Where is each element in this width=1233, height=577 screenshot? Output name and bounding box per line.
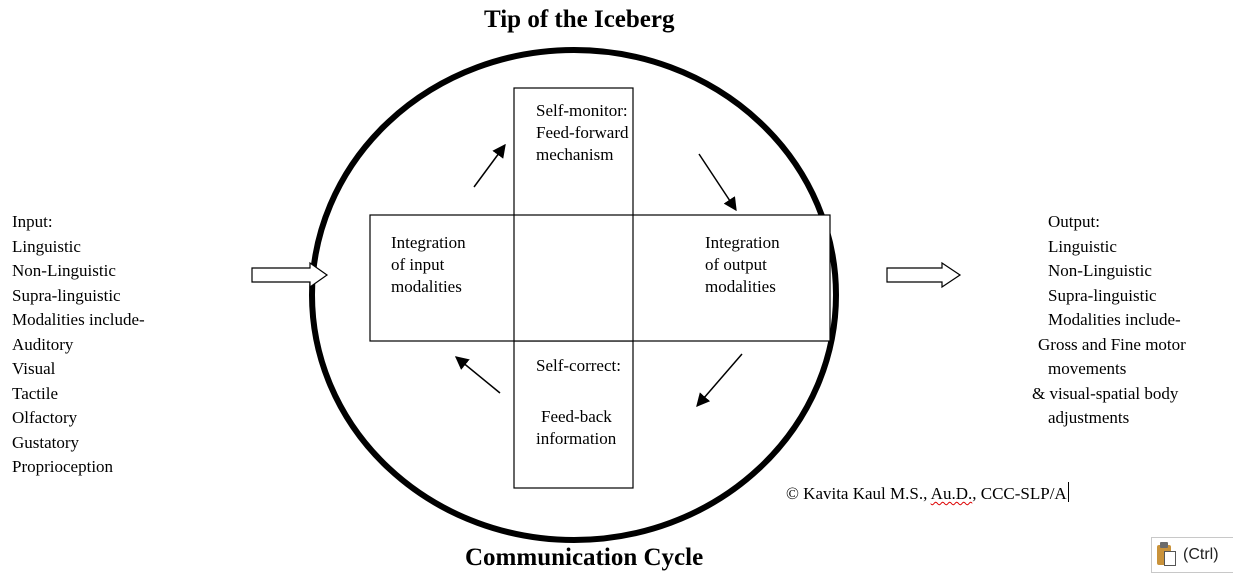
arrow-to-input-integration: [454, 356, 501, 394]
arrow-to-output-integration: [698, 153, 737, 212]
cycle-circle: [309, 47, 839, 543]
input-heading: Input:: [12, 212, 53, 231]
box-bottom: [513, 340, 634, 489]
feed-back-text: Feed-back: [541, 407, 612, 426]
box-top-line: Feed-forward: [536, 123, 629, 142]
box-left-line: Integration: [391, 233, 466, 252]
input-item: Visual: [12, 359, 56, 378]
self-correct-text: Self-correct:: [536, 356, 621, 375]
box-right-line: of output: [705, 255, 767, 274]
box-middle-row: [369, 214, 831, 342]
copyright-suffix: , CCC-SLP/A: [972, 484, 1067, 503]
input-item: Proprioception: [12, 457, 114, 476]
input-item: Olfactory: [12, 408, 78, 427]
box-top-line: mechanism: [536, 145, 614, 164]
box-right-line: modalities: [705, 277, 776, 296]
output-item: & visual-spatial body: [1032, 383, 1179, 403]
paste-options-button[interactable]: (Ctrl): [1151, 537, 1233, 573]
arrow-to-self-monitor: [473, 143, 506, 188]
input-item: Auditory: [12, 334, 74, 354]
input-item: Tactile: [12, 383, 59, 403]
input-item: Non-Linguistic: [12, 261, 116, 280]
box-left-line: of input: [391, 255, 445, 274]
title-bottom: Communication Cycle: [465, 544, 704, 571]
copyright-prefix: © Kavita Kaul M.S.,: [786, 484, 931, 503]
spellcheck-flagged-word: Au.D.: [930, 484, 973, 503]
output-item: Supra-linguistic: [1048, 285, 1157, 305]
feed-back-info-text: information: [536, 429, 617, 448]
output-list: Output: Linguistic Non-Linguistic Supra-…: [1032, 210, 1186, 431]
output-item: adjustments: [1048, 408, 1130, 427]
input-item: Linguistic: [12, 236, 81, 256]
text-cursor: [1067, 482, 1069, 502]
input-item: Gustatory: [12, 432, 80, 452]
box-right-line: Integration: [705, 233, 780, 252]
copyright-text: © Kavita Kaul M.S., Au.D., CCC-SLP/A: [786, 482, 1069, 506]
clipboard-paste-icon: [1156, 541, 1180, 569]
input-item: Modalities include-: [12, 310, 145, 329]
box-top: [513, 87, 634, 217]
title-top: Tip of the Iceberg: [484, 6, 675, 33]
input-block-arrow-icon: [251, 261, 329, 289]
output-block-arrow-icon: [886, 261, 962, 289]
self-monitor-text: Self-monitor: Feed-forward mechanism: [536, 100, 629, 166]
output-heading: Output:: [1048, 212, 1100, 231]
input-item: Supra-linguistic: [12, 285, 121, 305]
output-item: Non-Linguistic: [1048, 261, 1152, 280]
output-item: movements: [1048, 359, 1127, 378]
output-item: Modalities include-: [1048, 310, 1181, 329]
box-top-line: Self-monitor:: [536, 101, 628, 120]
output-item: Linguistic: [1048, 236, 1117, 256]
input-integration-text: Integration of input modalities: [391, 232, 466, 298]
output-integration-text: Integration of output modalities: [705, 232, 780, 298]
arrow-to-self-correct: [696, 353, 743, 408]
output-item: Gross and Fine motor: [1038, 334, 1186, 354]
input-list: Input: Linguistic Non-Linguistic Supra-l…: [12, 210, 145, 480]
box-left-line: modalities: [391, 277, 462, 296]
paste-options-label: (Ctrl): [1183, 546, 1219, 563]
